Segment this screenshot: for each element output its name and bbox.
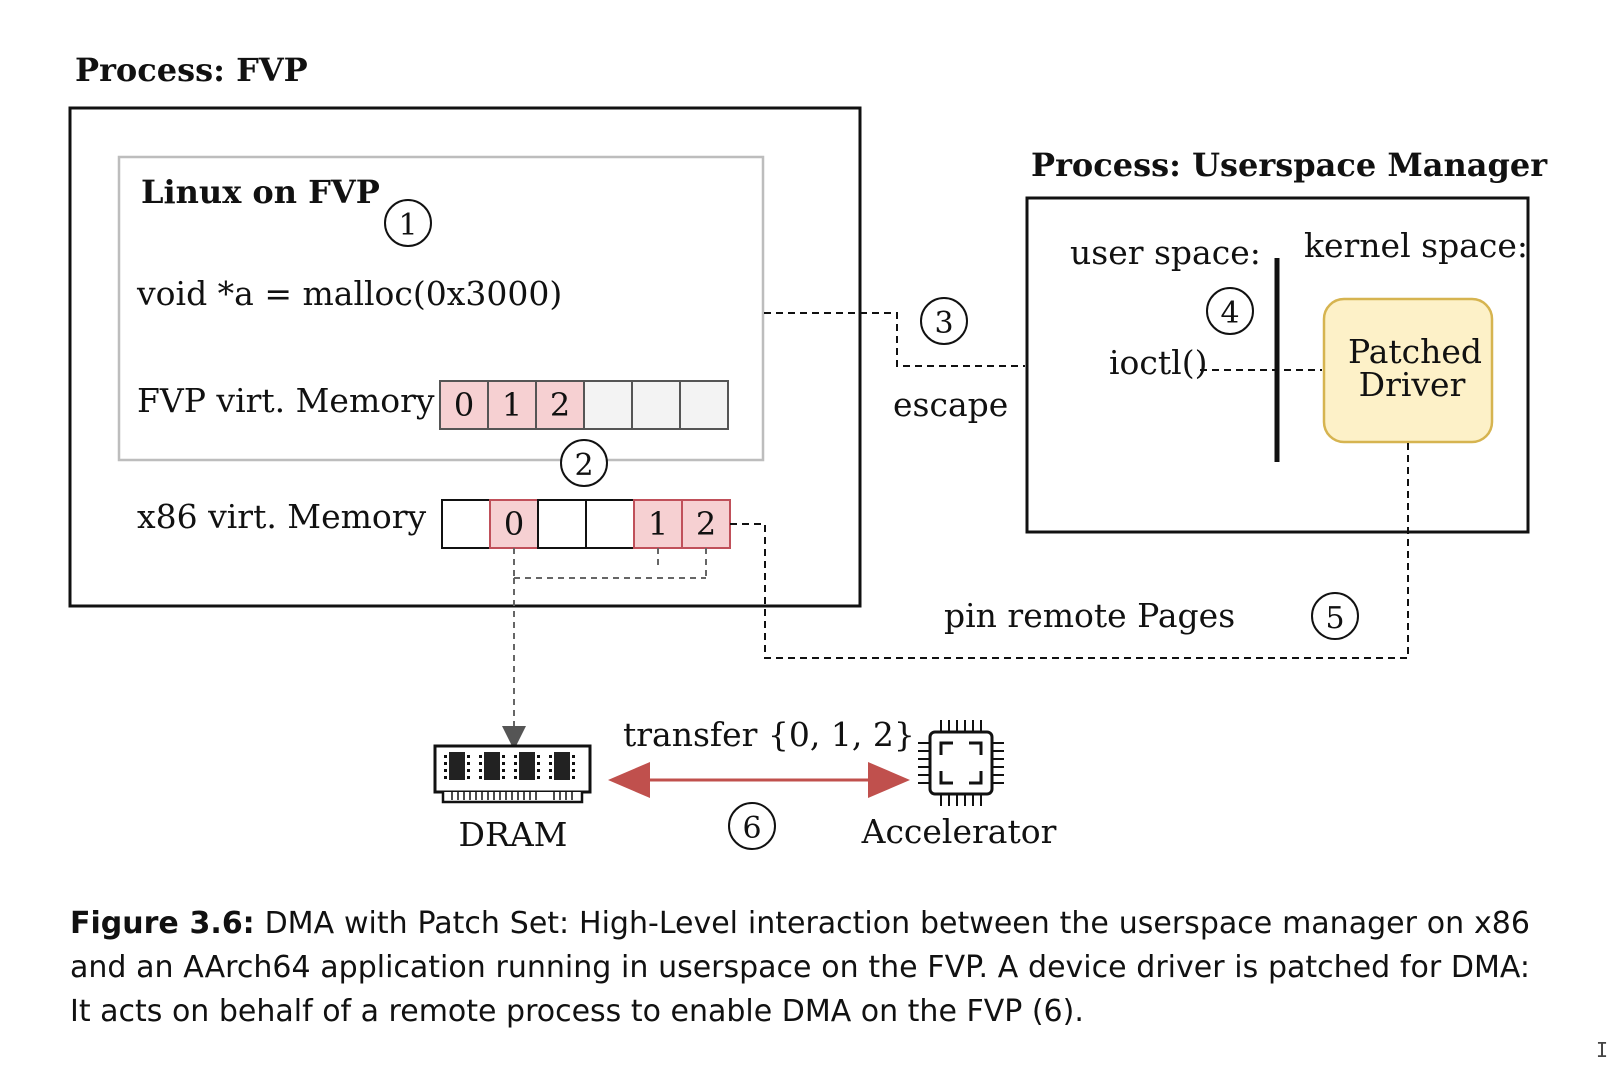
pages-to-dram-connector [502, 548, 707, 750]
step-3-label: 3 [934, 306, 953, 341]
escape-label: escape [893, 385, 1008, 424]
x86-page-label: 0 [504, 505, 524, 543]
step-marker-5: 5 [1311, 592, 1359, 640]
text-cursor-icon: I [1596, 1038, 1609, 1062]
process-usm-title: Process: Userspace Manager [1031, 146, 1548, 184]
kernel-space-label: kernel space: [1304, 226, 1528, 265]
user-space-label: user space: [1070, 233, 1261, 272]
step-1-label: 1 [398, 208, 417, 243]
fvp-page-label: 1 [502, 386, 522, 424]
dram-label: DRAM [459, 815, 568, 854]
x86-virt-memory: 0 1 2 [441, 499, 731, 549]
fvp-page-cell [679, 380, 729, 430]
x86-page-cell [681, 499, 731, 549]
fvp-page-cell [535, 380, 585, 430]
ioctl-label: ioctl() [1109, 343, 1207, 382]
step-2-label: 2 [574, 448, 593, 483]
escape-connector [764, 312, 1025, 367]
step-5-label: 5 [1325, 601, 1344, 636]
fvp-virt-memory: 0 1 2 [439, 380, 729, 430]
x86-virt-memory-label: x86 virt. Memory [137, 497, 427, 536]
patched-driver-line2: Driver [1359, 365, 1466, 404]
linux-on-fvp-box [117, 155, 765, 462]
pin-remote-pages-label: pin remote Pages [944, 596, 1235, 635]
x86-page-label: 2 [696, 505, 716, 543]
x86-page-label: 1 [648, 505, 668, 543]
patched-driver-line1: Patched [1348, 332, 1482, 371]
malloc-code: void *a = malloc(0x3000) [136, 274, 562, 313]
linux-on-fvp-title: Linux on FVP [141, 173, 380, 211]
dram-icon [433, 744, 592, 804]
pin-pages-connector [730, 442, 1409, 659]
accelerator-label: Accelerator [861, 812, 1057, 851]
step-marker-4: 4 [1206, 287, 1254, 335]
transfer-label: transfer {0, 1, 2} [623, 715, 915, 754]
x86-page-cell [585, 499, 635, 549]
step-4-label: 4 [1220, 296, 1239, 331]
fvp-page-cell [631, 380, 681, 430]
accelerator-chip-icon [918, 720, 1004, 806]
caption-text: DMA with Patch Set: High-Level interacti… [70, 906, 1530, 1029]
step-marker-3: 3 [920, 297, 968, 345]
fvp-page-label: 0 [454, 386, 474, 424]
step-marker-1: 1 [384, 199, 432, 247]
x86-page-cell [441, 499, 491, 549]
x86-page-cell [537, 499, 587, 549]
fvp-page-cell [583, 380, 633, 430]
patched-driver-box: Patched Driver [1322, 297, 1494, 444]
x86-page-cell [489, 499, 539, 549]
fvp-virt-memory-label: FVP virt. Memory [137, 381, 435, 420]
step-6-label: 6 [742, 811, 761, 846]
step-marker-2: 2 [560, 439, 608, 487]
step-marker-6: 6 [728, 802, 776, 850]
x86-page-cell [633, 499, 683, 549]
figure-caption: Figure 3.6: DMA with Patch Set: High-Lev… [70, 902, 1530, 1034]
caption-label: Figure 3.6: [70, 906, 255, 941]
process-fvp-title: Process: FVP [75, 51, 308, 89]
process-usm-box [1025, 196, 1530, 534]
fvp-page-cell [487, 380, 537, 430]
fvp-page-label: 2 [550, 386, 570, 424]
process-fvp-box [68, 106, 862, 608]
